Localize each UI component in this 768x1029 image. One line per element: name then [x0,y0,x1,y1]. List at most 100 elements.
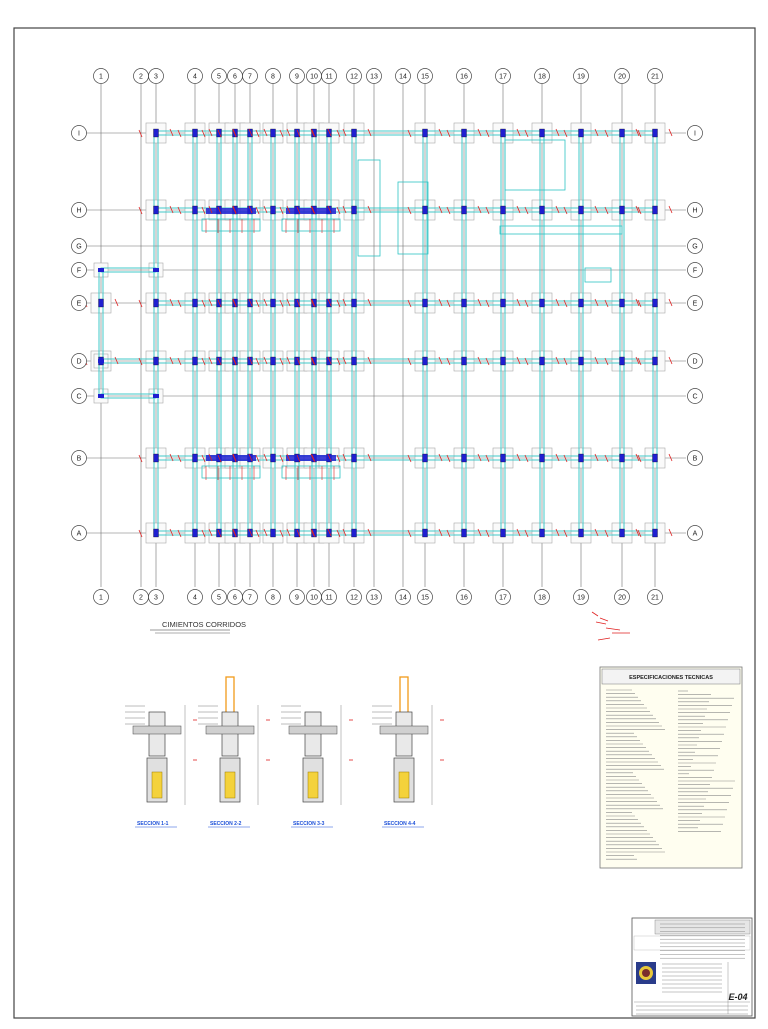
axis-label: F [77,268,81,275]
rebar-mark [516,298,521,307]
stair-foundation [201,218,261,232]
rebar-mark [286,205,291,214]
rebar-mark [217,357,222,366]
column [247,298,253,308]
rebar-mark [407,529,412,538]
column [351,356,357,366]
axis-label: C [692,394,697,401]
stair-foundation [281,465,341,479]
axis-bubble [534,589,550,605]
axis-label: D [692,359,697,366]
rebar-mark [232,299,237,308]
axis-label: I [78,131,80,138]
core-outline [397,181,429,255]
axis-bubble [687,202,703,218]
rebar-mark [327,128,332,137]
rebar-mark [668,128,673,137]
column [153,128,159,138]
rebar-mark [138,299,143,308]
rebar-mark [217,529,222,538]
axis-label: 13 [370,74,378,81]
detail-label: SECCION 2-2 [210,821,242,827]
rebar-mark [594,128,599,137]
column [326,298,332,308]
axis-label: B [693,456,698,463]
grade-beam [206,208,256,214]
column [500,128,506,138]
axis-label: H [76,208,81,215]
axis-bubble [366,68,382,84]
axis-bubble [187,589,203,605]
rebar-mark [138,529,143,538]
rebar-mark [286,298,291,307]
rebar-mark [563,357,568,366]
rebar-mark [177,357,182,366]
axis-bubble [417,68,433,84]
rebar-mark [485,129,490,138]
rebar-mark [296,299,301,308]
column [578,453,584,463]
column [98,268,104,272]
rebar-mark [342,128,347,137]
rebar-mark [279,454,284,463]
rebar-mark [327,298,332,307]
axis-label: E [693,301,698,308]
rebar-mark [201,529,206,538]
rebar-mark [327,528,332,537]
rebar-mark [114,356,119,365]
column [270,205,276,215]
rebar-mark [367,128,372,137]
axis-label: 20 [618,74,626,81]
axis-label: 18 [538,595,546,602]
rebar-mark [263,453,268,462]
rebar-mark [367,356,372,365]
rebar-mark [217,454,222,463]
axis-label: I [694,131,696,138]
axis-label: 4 [193,595,197,602]
rebar-mark [604,529,609,538]
axis-label: 9 [295,595,299,602]
foundation-strips [98,130,658,536]
axis-bubble [573,589,589,605]
column [270,128,276,138]
axis-bubble [265,589,281,605]
axis-bubble [346,68,362,84]
axis-bubble [148,68,164,84]
axis-label: D [76,359,81,366]
rebar-mark [310,128,315,137]
column [422,128,428,138]
column [539,356,545,366]
rebar-mark [407,454,412,463]
axis-label: 17 [499,595,507,602]
rebar-mark [604,299,609,308]
footing-detail: SECCION 3-3 [281,705,353,828]
footing-fill [398,771,410,799]
column [247,356,253,366]
rebar-mark [248,528,253,537]
column [247,128,253,138]
axis-label: 8 [271,595,275,602]
axis-bubble [148,589,164,605]
rebar-mark [208,356,213,365]
column [578,128,584,138]
specs-title: ESPECIFICACIONES TECNICAS [629,675,713,681]
footing-fill [224,771,236,799]
rebar-mark [169,453,174,462]
column [351,528,357,538]
rebar-mark [286,453,291,462]
axis-bubble [93,589,109,605]
column [192,205,198,215]
rebar-mark [563,129,568,138]
rebar-mark [232,529,237,538]
rebar-mark [563,454,568,463]
axis-bubble [687,388,703,404]
footing-detail: SECCION 2-2 [198,676,270,828]
rebar-mark [248,356,253,365]
rebar-mark [255,129,260,138]
axis-label: 14 [399,74,407,81]
rebar-mark [438,453,443,462]
rebar-mark [342,298,347,307]
rebar-mark [516,205,521,214]
rebar-mark [524,454,529,463]
